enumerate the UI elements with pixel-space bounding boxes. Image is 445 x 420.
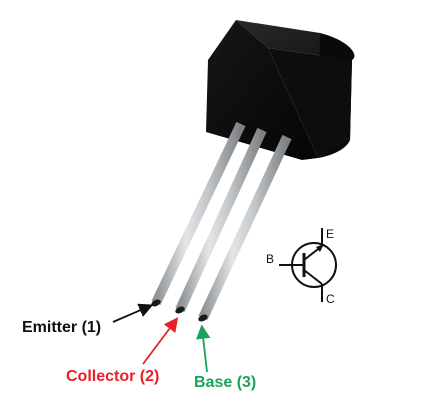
body-front-face <box>206 20 318 160</box>
emitter-lead <box>151 121 246 307</box>
emitter-label: Emitter (1) <box>22 319 102 336</box>
base-lead <box>198 134 292 322</box>
transistor-body <box>206 20 355 160</box>
collector-label: Collector (2) <box>66 368 160 385</box>
body-right-face <box>268 48 352 158</box>
symbol-emitter-arrowhead <box>316 244 324 252</box>
transistor-leads <box>151 121 292 322</box>
collector-lead <box>175 127 267 314</box>
pointer-arrows <box>112 303 211 373</box>
symbol-e-letter: E <box>326 227 334 241</box>
base-label: Base (3) <box>194 374 257 391</box>
symbol-c-letter: C <box>326 292 335 306</box>
base-arrow <box>196 324 211 373</box>
collector-arrow <box>142 317 179 365</box>
emitter-arrow <box>112 303 154 323</box>
npn-transistor-symbol: E B C <box>266 227 337 306</box>
symbol-b-letter: B <box>266 252 274 266</box>
symbol-collector-diagonal <box>303 269 323 285</box>
